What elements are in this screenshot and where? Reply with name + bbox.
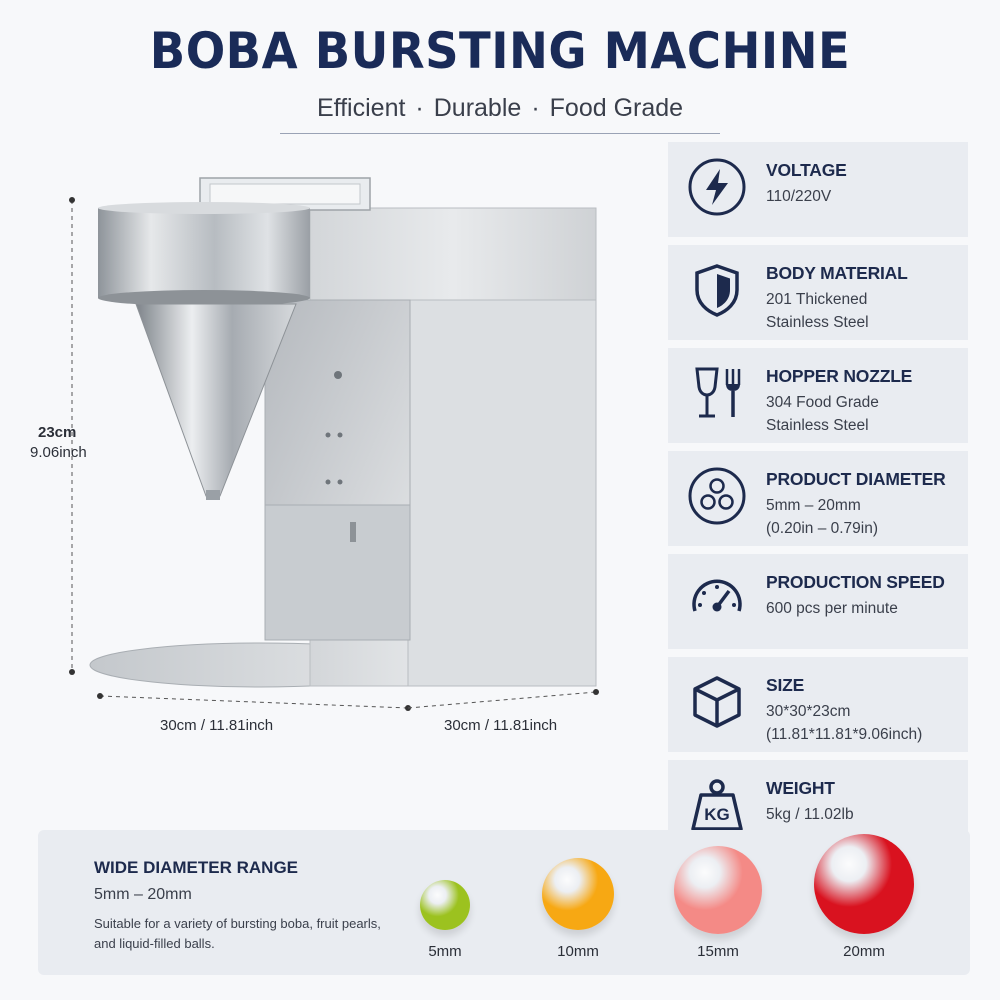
range-value: 5mm – 20mm — [94, 886, 192, 903]
diameter-range-panel: WIDE DIAMETER RANGE 5mm – 20mm Suitable … — [38, 830, 970, 975]
subtitle-food-grade: Food Grade — [549, 94, 684, 122]
cube-icon — [686, 671, 748, 733]
range-title: WIDE DIAMETER RANGE — [94, 858, 298, 877]
kg-weight-icon: KG — [686, 774, 748, 836]
width-front-label: 30cm / 11.81inch — [160, 717, 274, 734]
fork-cup-icon — [686, 362, 748, 424]
lightning-icon — [686, 156, 748, 218]
page-subtitle: Efficient · Durable · Food Grade — [0, 94, 1000, 123]
spec-label: PRODUCT DIAMETER — [766, 469, 946, 489]
boba-ball-20mm — [814, 834, 914, 934]
kg-icon-text: KG — [704, 805, 730, 824]
spec-value: (0.20in – 0.79in) — [766, 520, 879, 537]
spec-value: 30*30*23cm — [766, 703, 851, 720]
spec-body-material: BODY MATERIAL 201 Thickened Stainless St… — [668, 245, 968, 340]
subtitle-efficient: Efficient — [316, 94, 406, 122]
spec-list: VOLTAGE 110/220V BODY MATERIAL 201 Thick… — [668, 142, 968, 863]
spec-voltage: VOLTAGE 110/220V — [668, 142, 968, 237]
spec-value: Stainless Steel — [766, 314, 869, 331]
ball-label-5mm: 5mm — [428, 943, 462, 960]
spec-label: PRODUCTION SPEED — [766, 572, 945, 592]
height-cm-label: 23cm — [38, 424, 77, 441]
machine-illustration — [69, 177, 599, 711]
spec-value: 5kg / 11.02lb — [766, 806, 854, 823]
title-divider — [280, 133, 720, 134]
ball-label-20mm: 20mm — [843, 943, 885, 960]
spec-value: 110/220V — [766, 188, 832, 205]
spec-product-diameter: PRODUCT DIAMETER 5mm – 20mm (0.20in – 0.… — [668, 451, 968, 546]
spec-label: SIZE — [766, 675, 805, 695]
spec-value: 5mm – 20mm — [766, 497, 861, 514]
height-inch-label: 9.06inch — [30, 444, 87, 461]
shield-icon — [686, 259, 748, 321]
boba-ball-15mm — [674, 846, 762, 934]
spec-value: 600 pcs per minute — [766, 600, 898, 617]
spec-label: HOPPER NOZZLE — [766, 366, 913, 386]
width-side-label: 30cm / 11.81inch — [444, 717, 558, 734]
spec-size: SIZE 30*30*23cm (11.81*11.81*9.06inch) — [668, 657, 968, 752]
spec-hopper-nozzle: HOPPER NOZZLE 304 Food Grade Stainless S… — [668, 348, 968, 443]
spec-label: BODY MATERIAL — [766, 263, 908, 283]
spec-value: 304 Food Grade — [766, 394, 879, 411]
spec-label: WEIGHT — [766, 778, 835, 798]
spec-value: Stainless Steel — [766, 417, 869, 434]
subtitle-separator: · — [415, 94, 424, 122]
page-title: BOBA BURSTING MACHINE — [149, 22, 851, 80]
spec-value: 201 Thickened — [766, 291, 868, 308]
spec-value: (11.81*11.81*9.06inch) — [766, 726, 923, 743]
range-description: Suitable for a variety of bursting boba,… — [94, 916, 381, 951]
spec-label: VOLTAGE — [766, 160, 847, 180]
ball-label-10mm: 10mm — [557, 943, 599, 960]
ball-label-15mm: 15mm — [697, 943, 739, 960]
subtitle-durable: Durable — [433, 94, 522, 122]
circles-icon — [686, 465, 748, 527]
boba-ball-5mm — [420, 880, 470, 930]
speedometer-icon — [686, 568, 748, 630]
spec-production-speed: PRODUCTION SPEED 600 pcs per minute — [668, 554, 968, 649]
subtitle-separator: · — [531, 94, 540, 122]
boba-ball-10mm — [542, 858, 614, 930]
